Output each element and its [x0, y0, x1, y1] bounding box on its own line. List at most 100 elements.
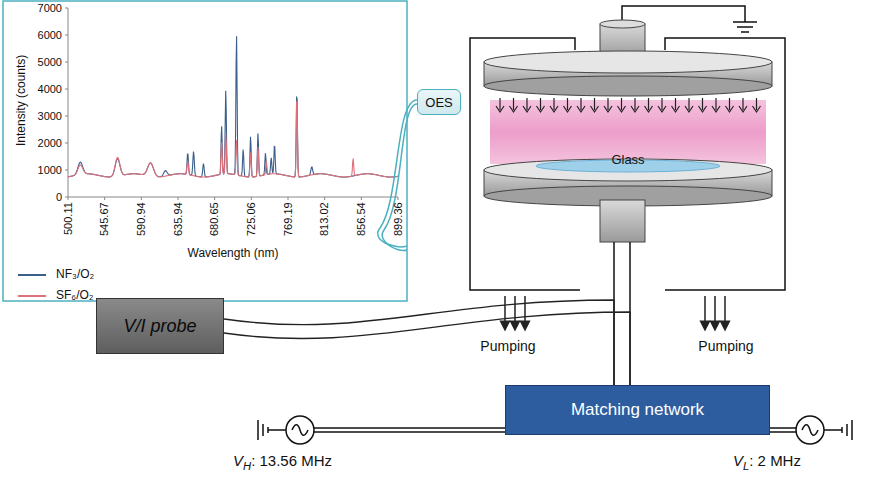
shower-arrow: [672, 106, 680, 112]
shower-arrow: [688, 98, 689, 110]
tick-label: 500.11: [62, 202, 75, 235]
node-text: Matching network: [571, 400, 704, 420]
shower-arrow: [523, 106, 531, 112]
shower-arrow: [550, 106, 558, 112]
shower-arrow: [739, 106, 747, 112]
tick-label: 0: [56, 191, 62, 204]
shower-arrow: [510, 106, 518, 112]
cable-line: [224, 300, 614, 385]
y-tick: [65, 35, 68, 36]
tick-label: 5000: [38, 56, 62, 69]
upper-electrode: [484, 20, 772, 96]
shower-arrow: [661, 98, 662, 110]
network-box: Matching network: [505, 385, 770, 435]
tick-label: 725.06: [245, 202, 258, 236]
shower-arrow: [567, 98, 568, 110]
shower-arrow: [685, 106, 693, 112]
shower-arrow: [634, 98, 635, 110]
shower-arrow: [607, 98, 608, 110]
probe-cable: [224, 300, 630, 385]
tick-label: 3000: [38, 110, 62, 123]
legend-text: NF₃/O₂: [56, 268, 94, 282]
shower-arrow: [729, 98, 730, 110]
spectrum-chart: [65, 8, 398, 200]
shower-arrow: [591, 106, 599, 112]
tick-label: 590.94: [135, 202, 148, 236]
shower-arrow: [540, 98, 541, 110]
shower-arrow: [553, 98, 554, 110]
spectrum-line: [68, 103, 398, 178]
x-tick: [214, 197, 215, 200]
shower-arrow: [604, 106, 612, 112]
shower-arrow: [580, 98, 581, 110]
x-tick: [324, 197, 325, 200]
axis-title: Wavelength (nm): [188, 247, 279, 261]
source-label: VL: 2 MHz: [733, 452, 801, 473]
shower-arrow: [496, 106, 504, 112]
node-text: V/I probe: [123, 316, 196, 337]
tick-label: 4000: [38, 83, 62, 96]
source-label: VH: 13.56 MHz: [233, 452, 332, 473]
y-tick: [65, 143, 68, 144]
shower-arrow: [715, 98, 716, 110]
y-tick: [65, 8, 68, 9]
x-tick: [361, 197, 362, 200]
node-text: OES: [425, 95, 452, 110]
y-tick: [65, 116, 68, 117]
sensor-box: OES: [417, 89, 461, 115]
shower-arrow: [631, 106, 639, 112]
legend-line: [18, 274, 46, 276]
shower-arrow: [621, 98, 622, 110]
y-tick: [65, 170, 68, 171]
shower-arrow: [742, 98, 743, 110]
legend-line: [18, 295, 46, 297]
lower-electrode: [484, 159, 772, 242]
chamber-housing: [470, 38, 785, 290]
tick-label: 635.94: [172, 202, 185, 236]
shower-arrow: [499, 98, 500, 110]
x-tick: [288, 197, 289, 200]
gas-shower-arrows: [496, 98, 761, 112]
y-tick: [65, 62, 68, 63]
x-tick: [68, 197, 69, 200]
y-tick: [65, 89, 68, 90]
shower-arrow: [645, 106, 653, 112]
tick-label: 7000: [38, 2, 62, 15]
legend-text: SF₆/O₂: [56, 289, 94, 303]
feed-wires: [614, 242, 630, 385]
x-tick: [178, 197, 179, 200]
shower-arrow: [726, 106, 734, 112]
tick-label: 545.67: [98, 202, 111, 236]
x-axis: [68, 197, 398, 198]
shower-arrow: [618, 106, 626, 112]
tick-label: 6000: [38, 29, 62, 42]
axis-title: Intensity (counts): [15, 54, 29, 145]
pumping-label: Pumping: [480, 338, 535, 354]
pumping-arrows: [505, 296, 725, 326]
cable-line: [224, 312, 630, 385]
pumping-label: Pumping: [698, 338, 753, 354]
tick-label: 680.65: [208, 202, 221, 236]
shower-arrow: [594, 98, 595, 110]
x-tick: [141, 197, 142, 200]
x-tick: [251, 197, 252, 200]
shower-arrow: [658, 106, 666, 112]
shower-arrow: [513, 98, 514, 110]
shower-arrow: [702, 98, 703, 110]
y-axis: [68, 8, 69, 197]
shower-arrow: [675, 98, 676, 110]
substrate-label: Glass: [600, 150, 656, 168]
spectrum-line: [68, 36, 398, 177]
shower-arrow: [537, 106, 545, 112]
shower-arrow: [712, 106, 720, 112]
tick-label: 1000: [38, 164, 62, 177]
shower-arrow: [648, 98, 649, 110]
chart-panel: [3, 1, 407, 301]
shower-arrow: [699, 106, 707, 112]
shower-arrow: [756, 98, 757, 110]
probe-box: V/I probe: [96, 298, 224, 354]
shower-arrow: [753, 106, 761, 112]
x-tick: [398, 197, 399, 200]
fiber-cable: [378, 100, 417, 247]
tick-label: 2000: [38, 137, 62, 150]
